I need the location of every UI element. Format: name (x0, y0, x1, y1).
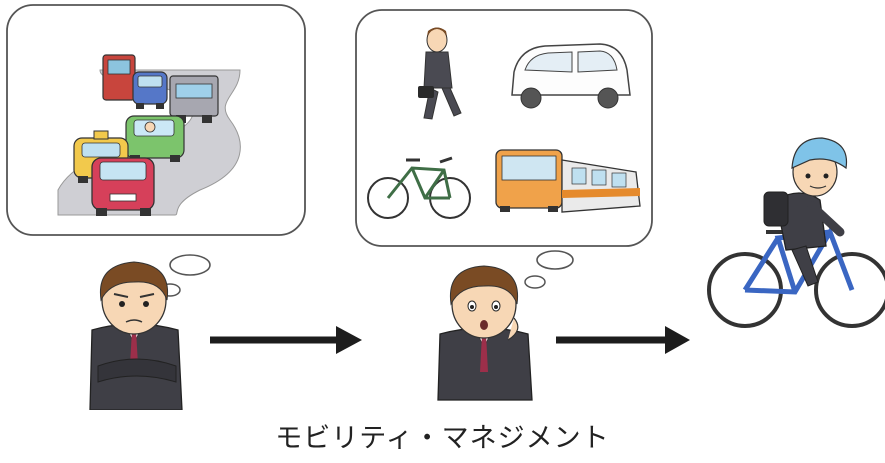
illustration-svg (6, 4, 885, 410)
car-icon-green (125, 115, 185, 162)
arrow-right-icon (210, 326, 362, 354)
bus-icon (495, 149, 563, 212)
cyclist-icon (707, 137, 885, 328)
arrow-right-icon-2 (556, 326, 690, 354)
walking-man-icon (418, 27, 462, 120)
truck-icon (102, 54, 136, 101)
frustrated-man (89, 261, 183, 410)
traffic-jam (57, 54, 241, 216)
train-icon (561, 159, 641, 213)
bicycle-icon (367, 156, 471, 219)
car-icon-red (91, 157, 155, 216)
truck-icon-2 (169, 75, 219, 123)
caption-title: モビリティ・マネジメント (275, 423, 610, 454)
thinking-man (437, 265, 533, 401)
car-icon-white (511, 43, 631, 109)
car-icon (132, 71, 168, 109)
